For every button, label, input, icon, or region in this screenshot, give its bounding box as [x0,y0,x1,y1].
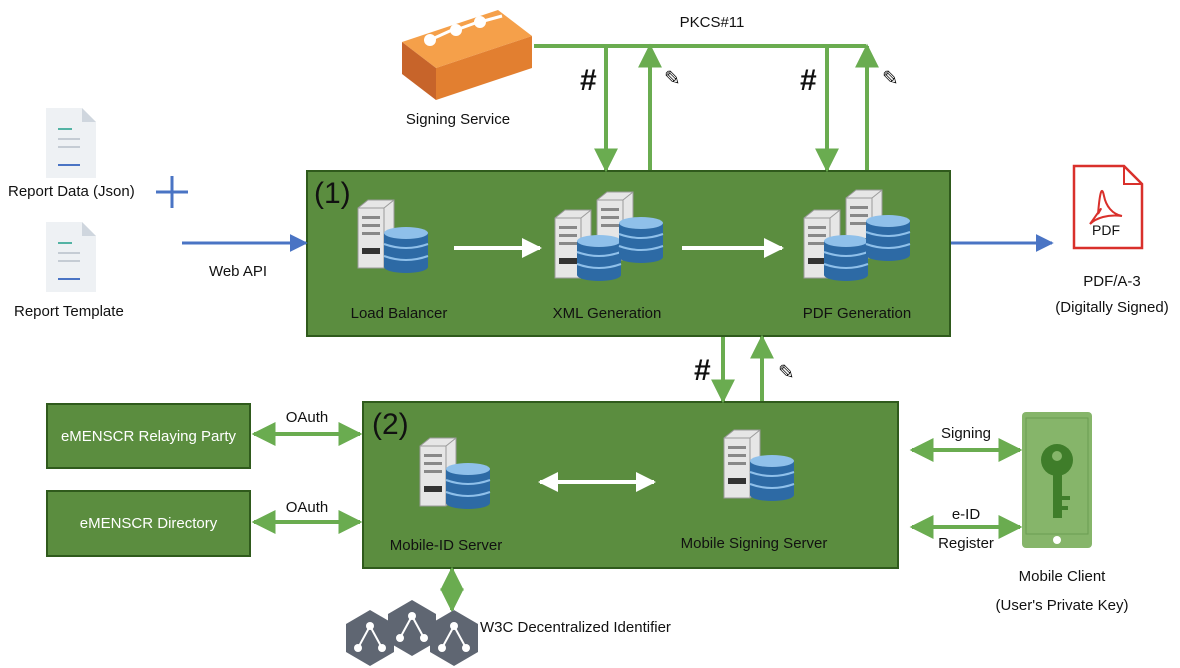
report-data-doc-icon [46,108,96,178]
mobile-signing-server-label: Mobile Signing Server [680,535,828,552]
eid-label: e-ID [951,506,981,523]
report-data-label: Report Data (Json) [8,183,135,200]
signing-label: Signing [940,425,992,442]
hash-symbol: # [580,64,597,97]
pdf-generation-label: PDF Generation [802,305,912,322]
plus-icon [156,176,188,208]
directory-box: eMENSCR Directory [46,490,251,557]
box-1-tag: (1) [314,177,351,210]
relaying-party-box: eMENSCR Relaying Party [46,403,251,469]
oauth-label-top: OAuth [285,409,329,426]
signing-service-label: Signing Service [405,111,511,128]
report-template-label: Report Template [14,303,124,320]
xml-generation-label: XML Generation [552,305,662,322]
oauth-label-bottom: OAuth [285,499,329,516]
box-2-tag: (2) [372,408,409,441]
private-key-label: (User's Private Key) [995,597,1129,614]
pdf-type-label: PDF/A-3 [1083,273,1141,290]
pen-icon: ✎ [664,66,681,90]
web-api-label: Web API [208,263,268,280]
pen-icon: ✎ [778,360,795,384]
w3c-label: W3C Decentralized Identifier [480,619,671,636]
report-template-doc-icon [46,222,96,292]
pkcs-label: PKCS#11 [679,14,745,31]
hash-symbol: # [694,354,711,387]
mobile-phone-icon [1022,412,1092,548]
pdf-icon-text: PDF [1092,222,1120,238]
register-label: Register [938,535,994,552]
load-balancer-label: Load Balancer [350,305,448,322]
mobile-id-server-label: Mobile-ID Server [389,537,503,554]
pdf-icon [1072,164,1144,250]
pen-icon: ✎ [882,66,899,90]
hash-symbol: # [800,64,817,97]
pdf-note-label: (Digitally Signed) [1055,299,1169,316]
mobile-client-label: Mobile Client [1018,568,1106,585]
signing-service-icon [402,10,532,100]
